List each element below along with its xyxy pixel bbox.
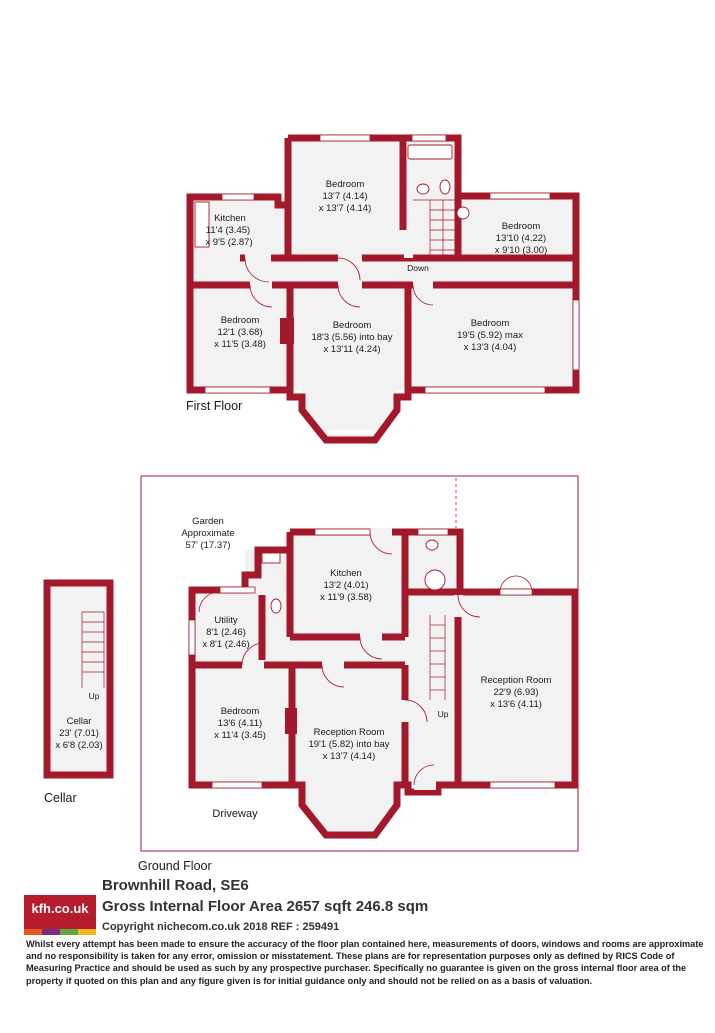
- garden-line3: 57' (17.37): [185, 540, 230, 551]
- ff-bedroom1-name: Bedroom: [326, 179, 365, 190]
- logo-bar-orange: [24, 929, 42, 935]
- ff-bedroom5-name: Bedroom: [471, 318, 510, 329]
- ff-bedroom2-dim2: x 9'10 (3.00): [495, 245, 548, 256]
- gf-utility-name: Utility: [214, 615, 237, 626]
- gf-bedroom-name: Bedroom: [221, 706, 260, 717]
- gf-bedroom-dim1: 13'6 (4.11): [218, 718, 262, 729]
- ground-floor-plan: Garden Approximate 57' (17.37) Kitchen 1…: [138, 475, 579, 873]
- gf-bedroom-dim2: x 11'4 (3.45): [214, 730, 266, 741]
- ff-stairs-label: Down: [407, 263, 429, 273]
- ff-bedroom1-dim1: 13'7 (4.14): [322, 191, 367, 202]
- ff-bedroom4-name: Bedroom: [333, 320, 372, 331]
- gf-kitchen-name: Kitchen: [330, 568, 362, 579]
- cellar-label: Cellar: [44, 791, 77, 805]
- gf-kitchen-dim1: 13'2 (4.01): [323, 580, 368, 591]
- gf-reception2-name: Reception Room: [314, 727, 385, 738]
- kfh-logo: kfh.co.uk: [24, 895, 96, 935]
- ff-bedroom4-dim1: 18'3 (5.56) into bay: [311, 332, 392, 343]
- ff-bedroom5-dim1: 19'5 (5.92) max: [457, 330, 523, 341]
- first-floor-label: First Floor: [186, 399, 242, 413]
- gf-reception1-dim2: x 13'6 (4.11): [490, 699, 542, 710]
- gf-utility-dim2: x 8'1 (2.46): [202, 639, 249, 650]
- logo-bar-green: [60, 929, 78, 935]
- ff-bedroom2-name: Bedroom: [502, 221, 541, 232]
- ff-bedroom4-dim2: x 13'11 (4.24): [323, 344, 380, 355]
- gross-internal-area: Gross Internal Floor Area 2657 sqft 246.…: [102, 898, 429, 915]
- ff-bedroom5-dim2: x 13'3 (4.04): [464, 342, 517, 353]
- floor-plan: Kitchen 11'4 (3.45) x 9'5 (2.87) Bedroom…: [43, 134, 580, 873]
- gf-utility-dim1: 8'1 (2.46): [206, 627, 246, 638]
- property-address: Brownhill Road, SE6: [102, 877, 249, 894]
- cellar-name: Cellar: [67, 716, 92, 727]
- ff-kitchen-dim2: x 9'5 (2.87): [205, 237, 252, 248]
- ff-bedroom1-dim2: x 13'7 (4.14): [319, 203, 372, 214]
- cellar-stairs-label: Up: [89, 691, 100, 701]
- first-floor-plan: Kitchen 11'4 (3.45) x 9'5 (2.87) Bedroom…: [186, 134, 580, 444]
- cellar-dim2: x 6'8 (2.03): [55, 740, 102, 751]
- cellar-plan: Up Cellar 23' (7.01) x 6'8 (2.03) Cellar: [43, 579, 114, 805]
- ff-bedroom3-name: Bedroom: [221, 315, 260, 326]
- logo-color-bar: [24, 929, 96, 935]
- cellar-dim1: 23' (7.01): [59, 728, 99, 739]
- gf-reception2-dim2: x 13'7 (4.14): [323, 751, 376, 762]
- garden-line2: Approximate: [181, 528, 234, 539]
- disclaimer-text: Whilst every attempt has been made to en…: [26, 939, 704, 986]
- garden-line1: Garden: [192, 516, 224, 527]
- logo-text: kfh.co.uk: [31, 901, 89, 916]
- gf-reception1-dim1: 22'9 (6.93): [493, 687, 538, 698]
- gf-kitchen-dim2: x 11'9 (3.58): [320, 592, 372, 603]
- ff-bedroom3-dim2: x 11'5 (3.48): [214, 339, 266, 350]
- ff-bedroom2-dim1: 13'10 (4.22): [496, 233, 546, 244]
- copyright-line: Copyright nichecom.co.uk 2018 REF : 2594…: [102, 921, 340, 933]
- ff-bedroom3-dim1: 12'1 (3.68): [217, 327, 262, 338]
- ff-kitchen-dim1: 11'4 (3.45): [206, 225, 250, 236]
- ff-kitchen-name: Kitchen: [214, 213, 246, 224]
- ground-floor-label: Ground Floor: [138, 859, 212, 873]
- gf-reception1-name: Reception Room: [481, 675, 552, 686]
- gf-reception2-dim1: 19'1 (5.82) into bay: [308, 739, 389, 750]
- logo-bar-purple: [42, 929, 60, 935]
- logo-bar-yellow: [78, 929, 96, 935]
- driveway-label: Driveway: [212, 808, 258, 820]
- gf-stairs-label: Up: [438, 709, 449, 719]
